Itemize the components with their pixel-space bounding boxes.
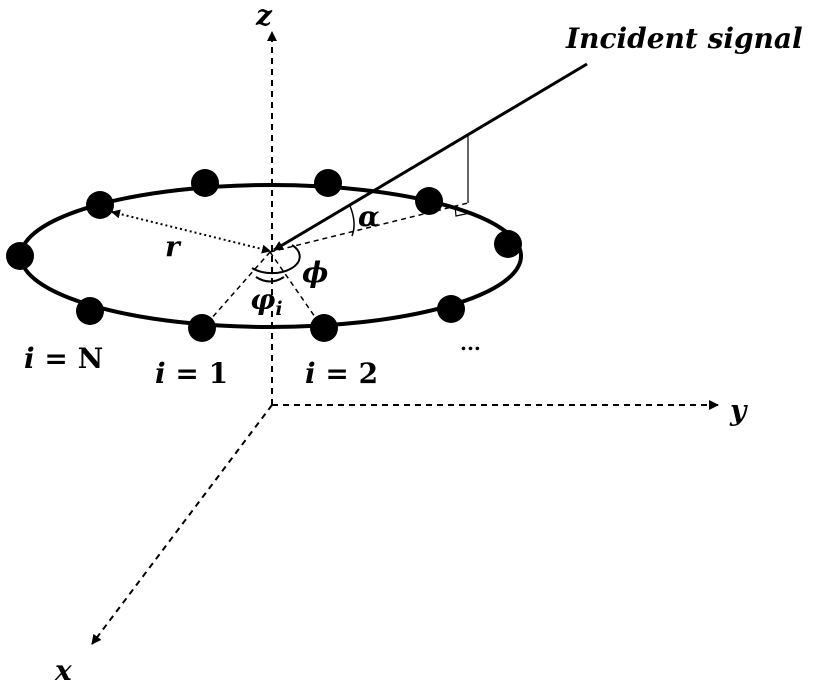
array-element bbox=[437, 295, 465, 323]
x-axis-label: x bbox=[54, 654, 72, 685]
element-1-var: i bbox=[155, 357, 166, 390]
right-angle-mark bbox=[454, 205, 471, 217]
array-element-N bbox=[76, 297, 104, 325]
element-2-rest: = 2 bbox=[316, 357, 378, 390]
ellipsis-label: ... bbox=[460, 331, 481, 355]
element-1-rest: = 1 bbox=[166, 357, 228, 390]
array-element bbox=[6, 242, 34, 270]
varphi-arc bbox=[255, 276, 285, 283]
projection-line bbox=[269, 202, 469, 253]
incident-signal-ray bbox=[273, 62, 588, 252]
element-2-label: i = 2 bbox=[305, 357, 378, 390]
element-N-var: i bbox=[24, 342, 35, 375]
array-element bbox=[86, 191, 114, 219]
z-axis-label: z bbox=[255, 0, 273, 32]
array-element bbox=[191, 169, 219, 197]
element-2-var: i bbox=[305, 357, 316, 390]
alpha-label: α bbox=[358, 200, 380, 233]
x-axis-line bbox=[91, 404, 273, 645]
array-element bbox=[415, 187, 443, 215]
incident-signal-label: Incident signal bbox=[565, 22, 803, 55]
element-1-label: i = 1 bbox=[155, 357, 228, 390]
varphi-label: φi bbox=[250, 283, 283, 320]
alpha-arc bbox=[349, 205, 355, 237]
element-N-rest: = N bbox=[35, 342, 104, 375]
phi-arc bbox=[251, 244, 301, 275]
varphi-subscript: i bbox=[275, 298, 282, 320]
center-to-elem-2 bbox=[269, 251, 323, 328]
radius-label: r bbox=[165, 230, 182, 263]
element-N-label: i = N bbox=[24, 342, 103, 375]
varphi-symbol: φ bbox=[250, 283, 276, 316]
array-element-1 bbox=[188, 314, 216, 342]
array-element bbox=[494, 230, 522, 258]
array-element-2 bbox=[310, 314, 338, 342]
array-element bbox=[314, 169, 342, 197]
radius-line bbox=[111, 209, 271, 254]
center-to-elem-1 bbox=[202, 251, 271, 329]
phi-label: ϕ bbox=[302, 256, 328, 289]
y-axis-label: y bbox=[729, 394, 748, 427]
array-elements bbox=[6, 169, 522, 342]
